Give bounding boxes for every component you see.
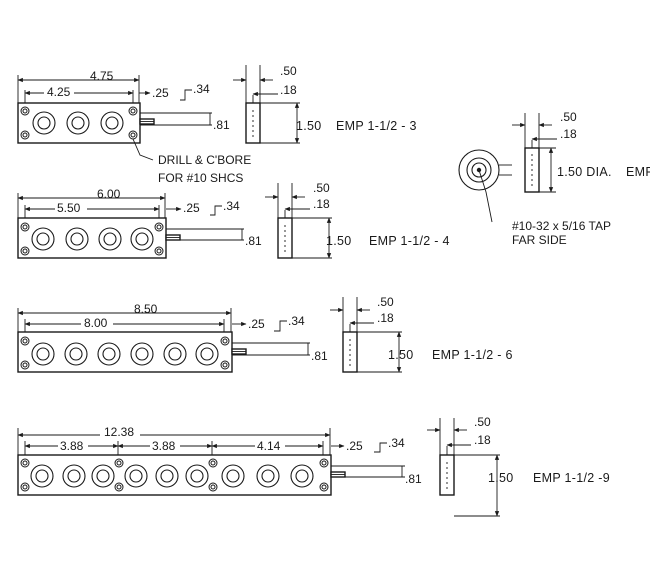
model-label: EMP 1-1/2 -9 xyxy=(533,471,610,485)
dimension-34: .34 xyxy=(388,436,405,450)
dimension-81: .81 xyxy=(245,234,262,248)
height-dimension: 1.50 xyxy=(488,471,514,485)
mounting-holes xyxy=(20,222,164,256)
mounting-holes xyxy=(20,458,329,492)
dimension-81: .81 xyxy=(213,118,230,132)
bore-holes xyxy=(31,342,219,366)
round-height: 1.50 DIA. xyxy=(557,165,612,179)
dimension-34: .34 xyxy=(193,82,210,96)
dimension-34: .34 xyxy=(288,314,305,328)
hole-spacing-dimension-2: 3.88 xyxy=(152,439,176,453)
overall-dimension: 12.38 xyxy=(104,425,134,439)
model-label: EMP 1-1/2 - 4 xyxy=(369,234,450,248)
edge-dimension: .25 xyxy=(248,317,265,331)
round-18-dimension: .18 xyxy=(560,127,577,141)
side-width-dimension: .50 xyxy=(313,181,330,195)
height-dimension: 1.50 xyxy=(296,119,322,133)
part-emp-3: 4.75 4.25 .25 .34 .81 DRILL & C'BORE FOR… xyxy=(17,64,417,185)
height-dimension: 1.50 xyxy=(326,234,352,248)
overall-dimension: 8.50 xyxy=(134,302,158,316)
dimension-81: .81 xyxy=(405,472,422,486)
part-emp-4: 6.00 5.50 .25 .34 .81 xyxy=(17,181,450,259)
drill-cbore-note-2: FOR #10 SHCS xyxy=(158,171,243,185)
tap-note: #10-32 x 5/16 TAP xyxy=(512,219,611,233)
bore-holes xyxy=(32,111,124,135)
bore-holes xyxy=(31,227,154,251)
side-18-dimension: .18 xyxy=(313,197,330,211)
side-width-dimension: .50 xyxy=(280,64,297,78)
hole-spacing-dimension-1: 3.88 xyxy=(60,439,84,453)
edge-dimension: .25 xyxy=(183,201,200,215)
model-label: EMP 1-1/2 - 6 xyxy=(432,348,513,362)
overall-dimension: 4.75 xyxy=(90,69,114,83)
bore-holes xyxy=(30,464,314,488)
mounting-holes xyxy=(20,336,230,370)
tap-note-2: FAR SIDE xyxy=(512,233,567,247)
part-emp-9: 12.38 3.88 3.88 4.14 .25 .34 .81 xyxy=(17,415,610,517)
hole-spacing-dimension: 5.50 xyxy=(57,201,81,215)
side-width-dimension: .50 xyxy=(474,415,491,429)
hole-spacing-dimension-3: 4.14 xyxy=(257,439,281,453)
drill-cbore-note: DRILL & C'BORE xyxy=(158,153,251,167)
side-18-dimension: .18 xyxy=(377,311,394,325)
dimension-81: .81 xyxy=(311,349,328,363)
part-emp-6: 8.50 8.00 .25 .34 .81 xyxy=(17,295,513,373)
round-model: EMP xyxy=(626,165,650,179)
hole-spacing-dimension: 4.25 xyxy=(47,85,71,99)
overall-dimension: 6.00 xyxy=(97,187,121,201)
side-18-dimension: .18 xyxy=(474,433,491,447)
round-width-dimension: .50 xyxy=(560,110,577,124)
dimension-34: .34 xyxy=(223,199,240,213)
height-dimension: 1.50 xyxy=(388,348,414,362)
hole-spacing-dimension: 8.00 xyxy=(84,316,108,330)
edge-dimension: .25 xyxy=(346,439,363,453)
side-18-dimension: .18 xyxy=(280,83,297,97)
part-round-emp: #10-32 x 5/16 TAP FAR SIDE .50 .18 1.50 … xyxy=(458,110,650,247)
edge-dimension: .25 xyxy=(152,86,169,100)
side-width-dimension: .50 xyxy=(377,295,394,309)
model-label: EMP 1-1/2 - 3 xyxy=(336,119,417,133)
mounting-holes xyxy=(20,106,138,140)
